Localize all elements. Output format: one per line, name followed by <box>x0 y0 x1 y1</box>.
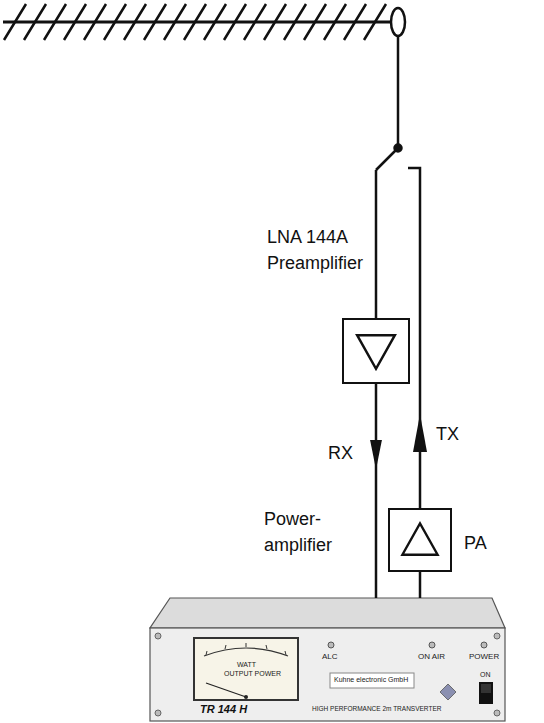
text-holder: RX <box>328 443 353 464</box>
feed-line <box>397 36 400 148</box>
needle-pivot <box>244 695 248 699</box>
panel-marking: Kuhne electronic GmbH <box>334 676 408 684</box>
triangle-symbol <box>357 335 395 369</box>
led <box>328 642 334 648</box>
text-holder: HIGH PERFORMANCE 2m TRANSVERTER <box>312 705 441 712</box>
power-switch-rocker <box>481 684 491 693</box>
power-amplifier-box: Power- amplifierPA <box>388 508 452 572</box>
meter-ticks <box>206 643 286 655</box>
text-holder: LNA 144A Preamplifier <box>267 224 379 276</box>
panel-marking: POWER <box>469 652 499 661</box>
text-holder: ALC <box>322 652 338 661</box>
led <box>481 642 487 648</box>
signal-line <box>419 572 422 598</box>
text-holder: TR 144 H <box>200 702 290 718</box>
yagi-antenna <box>3 4 405 148</box>
text-holder: PA <box>464 530 504 556</box>
text-holder: ON <box>480 671 491 679</box>
signal-label: RX <box>328 443 353 464</box>
panel-marking: WATT <box>237 661 256 669</box>
screw <box>155 710 161 716</box>
amplifier-symbol <box>344 320 408 382</box>
transverter-illustration <box>150 598 505 721</box>
signal-line <box>375 384 378 598</box>
text-holder: TX <box>436 424 459 445</box>
text-holder: WATT <box>237 661 256 669</box>
meter-scale <box>204 648 288 656</box>
driven-element-loop <box>391 8 405 36</box>
panel-marking: ON AIR <box>418 652 445 661</box>
node-text: LNA 144A Preamplifier <box>267 224 379 276</box>
power-switch <box>479 682 493 704</box>
node-text: TR 144 H <box>200 702 290 718</box>
panel-marking: OUTPUT POWER <box>224 670 281 678</box>
antenna-elements <box>4 4 386 40</box>
node-text: Power- amplifier <box>264 506 364 558</box>
screw <box>494 633 500 639</box>
preamplifier-box: LNA 144A Preamplifier <box>342 318 410 384</box>
switch-blade <box>376 148 398 170</box>
device-top <box>150 598 505 628</box>
device-front <box>150 628 505 721</box>
panel-marking: HIGH PERFORMANCE 2m TRANSVERTER <box>312 705 441 712</box>
screw <box>494 710 500 716</box>
meter-needle <box>206 683 246 697</box>
logo-plate <box>330 673 414 688</box>
meter-face <box>194 638 298 700</box>
signal-label: TX <box>436 424 459 445</box>
logo-diamond <box>440 684 456 700</box>
screw <box>155 633 161 639</box>
text-holder: Power- amplifier <box>264 506 364 558</box>
text-holder: Kuhne electronic GmbH <box>334 676 408 684</box>
panel-marking: ALC <box>322 652 338 661</box>
text-holder: ON AIR <box>418 652 445 661</box>
panel-marking: ON <box>480 671 491 679</box>
tx-arrowhead <box>413 414 427 452</box>
text-holder: POWER <box>469 652 499 661</box>
amplifier-symbol <box>390 510 450 570</box>
text-holder: OUTPUT POWER <box>224 670 281 678</box>
led <box>429 642 435 648</box>
triangle-symbol <box>402 523 437 554</box>
node-text: PA <box>464 530 504 556</box>
rx-line <box>375 170 378 318</box>
